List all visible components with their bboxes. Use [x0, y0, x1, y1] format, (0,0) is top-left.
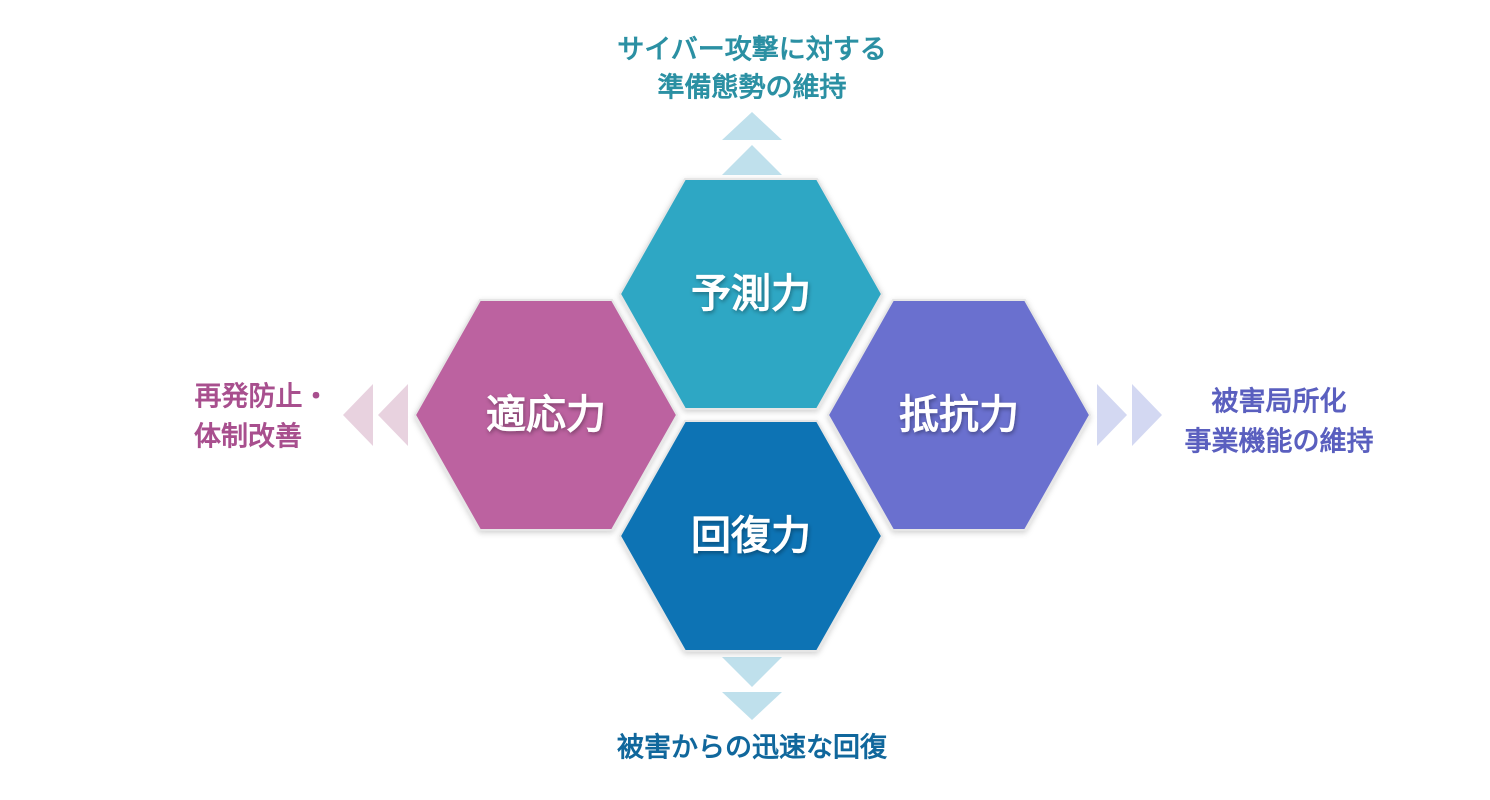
- hexagon-adapt-label: 適応力: [486, 392, 606, 438]
- hexagon-adapt: 適応力: [413, 299, 679, 531]
- hexagon-resist-label: 抵抗力: [899, 392, 1019, 438]
- arrow-right-group: [1097, 384, 1162, 446]
- arrow-down-group: [722, 657, 782, 720]
- hexagon-predict: 予測力: [618, 178, 884, 410]
- double-chevron-up-icon: [722, 145, 782, 175]
- hexagon-predict-shape: [618, 178, 884, 410]
- outcome-right-line1: 被害局所化: [1212, 386, 1347, 418]
- outcome-right-line2: 事業機能の維持: [1185, 426, 1374, 458]
- outcome-top: サイバー攻撃に対する 準備態勢の維持: [617, 35, 886, 104]
- outcome-left-line1: 再発防止・: [195, 382, 330, 413]
- outcome-right: 被害局所化 事業機能の維持: [1185, 386, 1374, 458]
- outcome-bottom: 被害からの迅速な回復: [617, 732, 888, 764]
- double-chevron-right-icon: [1097, 384, 1127, 446]
- arrow-left-group: [343, 384, 408, 446]
- arrow-up-group: [722, 112, 782, 175]
- outcome-top-line2: 準備態勢の維持: [658, 72, 847, 104]
- hexagon-recover-shape: [618, 420, 884, 652]
- double-chevron-left-icon: [343, 384, 373, 446]
- double-chevron-right-icon: [1132, 384, 1162, 446]
- double-chevron-left-icon: [378, 384, 408, 446]
- outcome-top-line1: サイバー攻撃に対する: [617, 35, 886, 66]
- hexagon-resist: 抵抗力: [826, 299, 1092, 531]
- hexagon-resist-shape: [826, 299, 1092, 531]
- hexagon-recover: 回復力: [618, 420, 884, 652]
- double-chevron-up-icon: [722, 112, 782, 140]
- double-chevron-down-icon: [722, 657, 782, 687]
- outcome-bottom-line1: 被害からの迅速な回復: [617, 732, 888, 764]
- double-chevron-down-icon: [722, 692, 782, 720]
- hexagon-adapt-shape: [413, 299, 679, 531]
- outcome-left: 再発防止・ 体制改善: [194, 382, 330, 453]
- outcome-left-line2: 体制改善: [194, 421, 302, 453]
- hexagon-recover-label: 回復力: [691, 513, 811, 559]
- hexagon-predict-label: 予測力: [691, 271, 811, 317]
